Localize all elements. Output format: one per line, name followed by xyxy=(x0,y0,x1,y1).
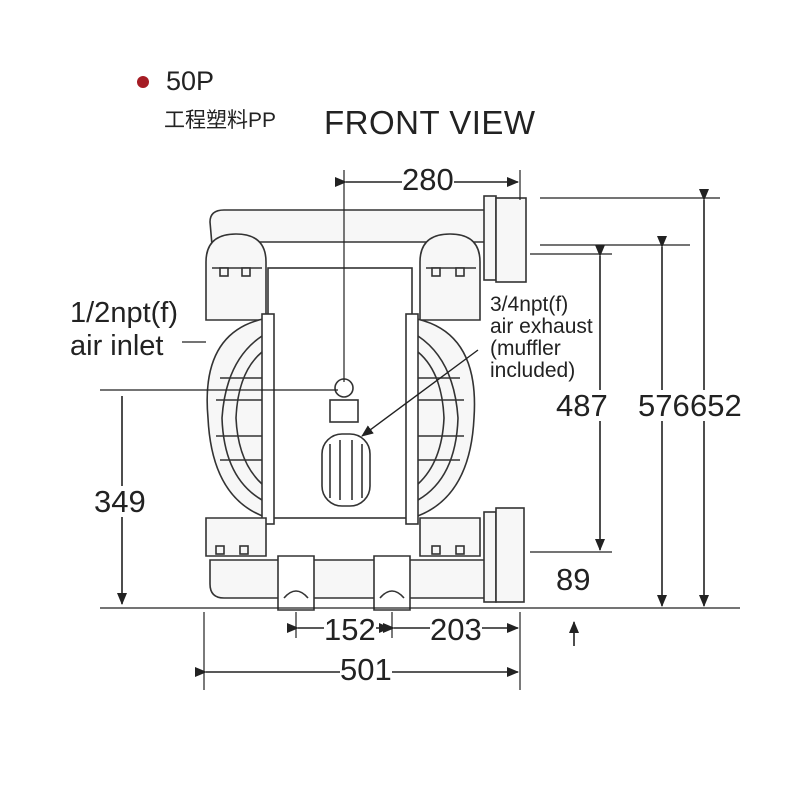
model-bullet-icon xyxy=(137,76,149,88)
dim-89: 89 xyxy=(556,562,591,597)
dimension-lines xyxy=(100,170,740,690)
bottom-inlet-face xyxy=(495,507,525,603)
left-top-cap xyxy=(205,233,267,321)
muffler xyxy=(321,433,371,507)
dim-501: 501 xyxy=(340,652,392,687)
view-title: FRONT VIEW xyxy=(324,104,536,141)
dim-349: 349 xyxy=(94,484,146,519)
dim-152: 152 xyxy=(324,612,376,647)
right-ribs xyxy=(417,335,464,501)
air-exhaust-callout-2: air exhaust xyxy=(490,315,593,338)
left-foot xyxy=(277,555,315,611)
pump-body xyxy=(205,195,527,611)
left-clamp-ring xyxy=(261,313,275,525)
model-name: 50P xyxy=(166,66,215,96)
material-label: 工程塑料PP xyxy=(164,109,277,132)
air-inlet-callout-2: air inlet xyxy=(70,330,164,362)
air-inlet-callout-1: 1/2npt(f) xyxy=(70,297,178,329)
air-exhaust-callout-3: (muffler xyxy=(490,337,561,360)
right-bottom-cap xyxy=(419,517,481,557)
left-diaphragm-chamber xyxy=(206,317,269,520)
bottom-inlet-flange xyxy=(483,511,497,603)
dim-203: 203 xyxy=(430,612,482,647)
top-outlet-flange xyxy=(483,195,497,281)
dim-487: 487 xyxy=(556,388,608,423)
top-outlet-face xyxy=(495,197,527,283)
left-bottom-cap xyxy=(205,517,267,557)
dim-576: 576 xyxy=(638,388,690,423)
right-foot xyxy=(373,555,411,611)
dim-652: 652 xyxy=(690,388,742,423)
right-top-cap xyxy=(419,233,481,321)
air-valve xyxy=(329,399,359,423)
air-exhaust-callout-1: 3/4npt(f) xyxy=(490,293,569,316)
air-exhaust-callout-4: included) xyxy=(490,359,576,382)
right-clamp-ring xyxy=(405,313,419,525)
dim-280: 280 xyxy=(402,162,454,197)
bottom-manifold xyxy=(209,559,487,599)
left-ribs xyxy=(216,335,263,501)
